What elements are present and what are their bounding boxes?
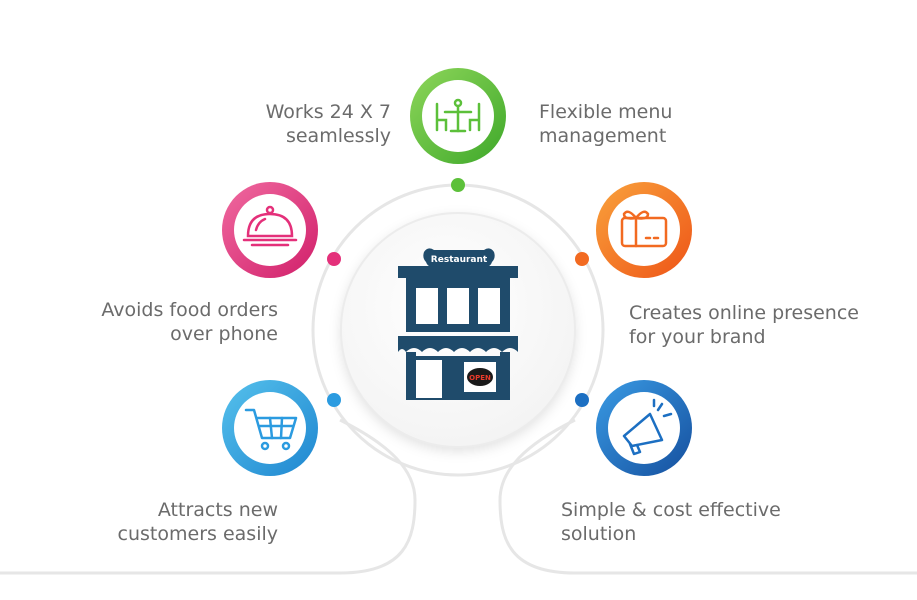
feature-icon-flexible-menu: [410, 68, 506, 164]
food-cloche-icon: [242, 205, 298, 247]
restaurant-building-icon: [398, 248, 518, 400]
shopping-cart-icon: [244, 408, 298, 451]
connector-dots: [327, 178, 589, 407]
open-badge-text: OPEN: [469, 374, 491, 382]
feature-icon-cost-effective: [596, 380, 692, 476]
feature-icon-attracts-customers: [222, 380, 318, 476]
center-restaurant: Restaurant OPEN: [340, 212, 576, 448]
dining-table-icon: [435, 98, 481, 133]
megaphone-icon: [622, 398, 673, 456]
feature-icon-online-presence: [596, 182, 692, 278]
restaurant-sign-text: Restaurant: [431, 255, 488, 265]
feature-icon-avoids-phone-orders: [222, 182, 318, 278]
gift-card-icon: [620, 210, 668, 248]
